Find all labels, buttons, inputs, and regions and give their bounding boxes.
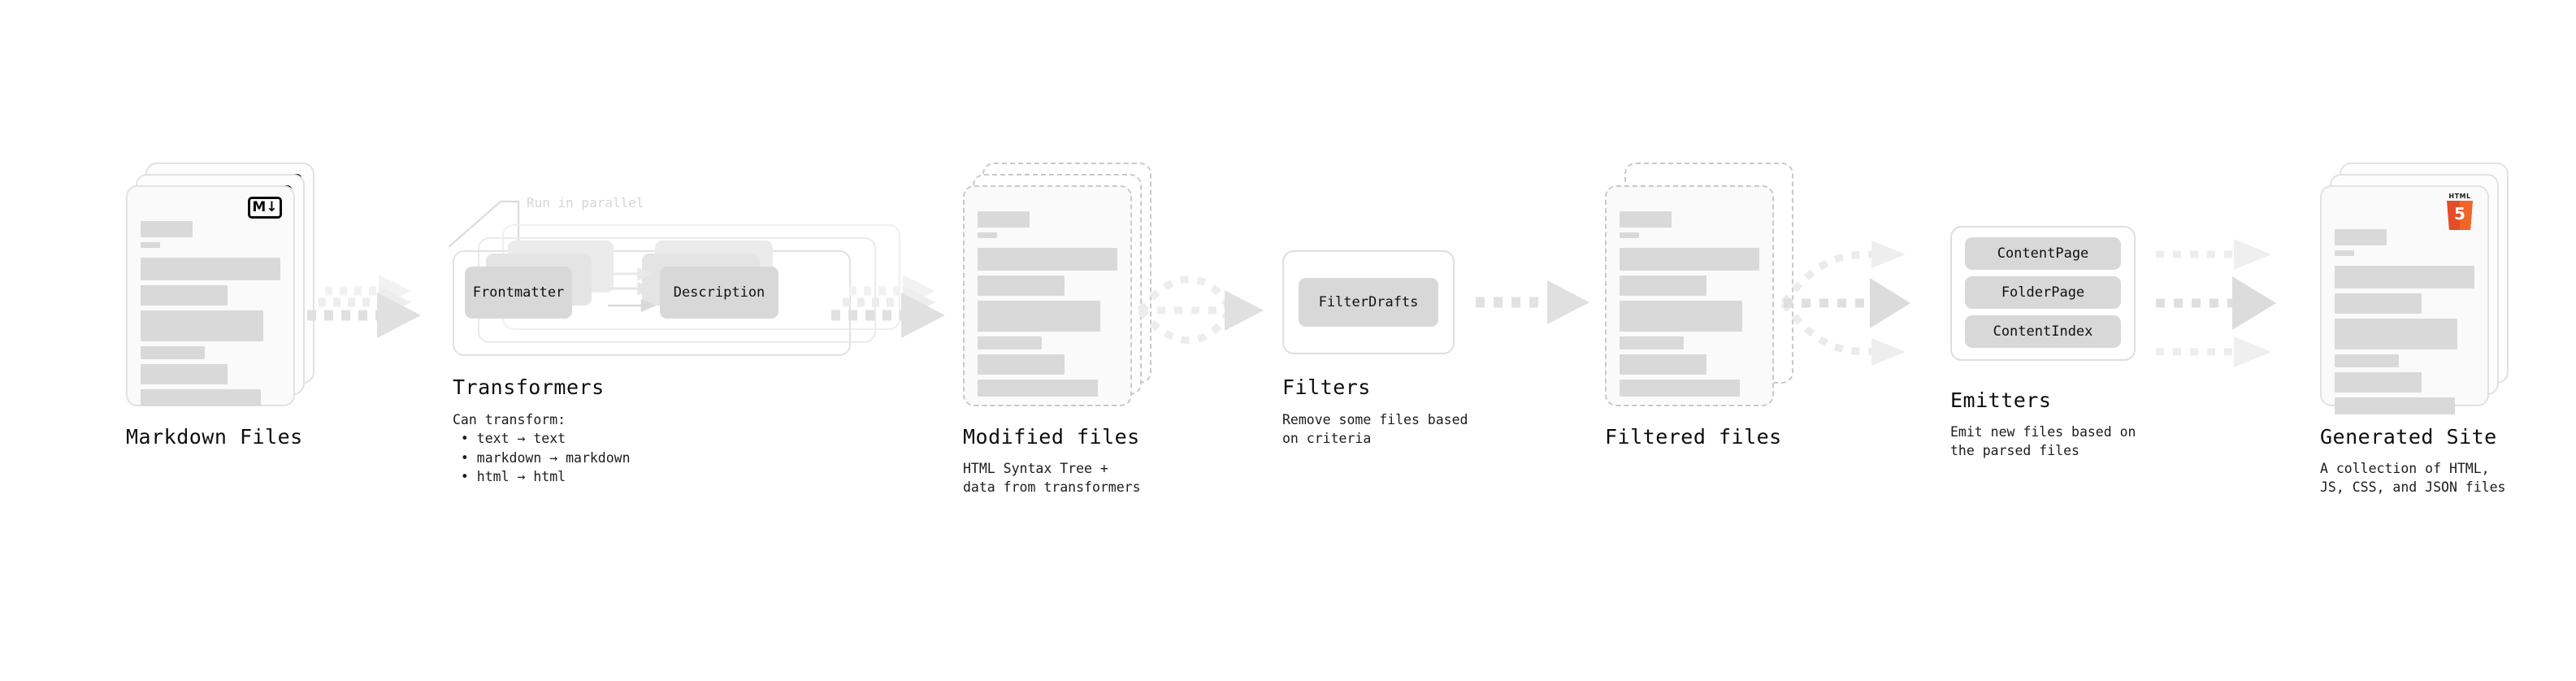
markdown-file-card-front: M↓ xyxy=(126,185,295,406)
transformer-internal-arrows xyxy=(608,267,657,312)
placeholder-bar xyxy=(978,248,1117,271)
arrow-filtered-to-emitters-fanout xyxy=(1780,241,1910,366)
placeholder-bar xyxy=(2335,354,2400,367)
generated-site-subtitle: A collection of HTML, JS, CSS, and JSON … xyxy=(2320,461,2506,496)
transformers-subtitle: Can transform: • text → text • markdown … xyxy=(453,412,631,485)
placeholder-bar xyxy=(2335,266,2474,288)
html5-shield: 5 xyxy=(2447,201,2473,230)
card-placeholder-content xyxy=(1620,211,1759,397)
placeholder-bar xyxy=(978,301,1101,332)
emitter-node-label: ContentPage xyxy=(1997,245,2089,262)
transformer-node-label: Description xyxy=(673,284,765,301)
site-file-card-html: HTML 5 xyxy=(2320,185,2489,414)
emitter-node-contentindex[interactable]: ContentIndex xyxy=(1965,315,2121,348)
transformer-node-description[interactable]: Description xyxy=(660,267,778,319)
placeholder-bar xyxy=(1620,248,1759,271)
filters-title: Filters xyxy=(1282,375,1371,399)
arrow-emitters-to-site xyxy=(2156,239,2276,367)
placeholder-bar xyxy=(141,258,280,280)
placeholder-bar xyxy=(2335,293,2422,314)
filters-subtitle: Remove some files based on criteria xyxy=(1282,412,1468,447)
placeholder-bar xyxy=(2335,250,2354,256)
placeholder-bar xyxy=(141,389,261,406)
transformers-title: Transformers xyxy=(453,375,605,399)
filter-node-filterdrafts[interactable]: FilterDrafts xyxy=(1299,278,1438,327)
run-in-parallel-leader-line xyxy=(448,200,520,248)
placeholder-bar xyxy=(141,242,160,248)
placeholder-bar xyxy=(1620,301,1743,332)
placeholder-bar xyxy=(141,221,193,237)
filtered-files-title: Filtered files xyxy=(1605,425,1782,449)
arrow-transformers-to-modified xyxy=(831,275,945,338)
placeholder-bar xyxy=(1620,232,1639,238)
arrow-filters-to-filtered xyxy=(1476,280,1589,324)
html5-icon: HTML 5 xyxy=(2444,193,2476,231)
placeholder-bar xyxy=(141,364,228,384)
emitter-node-label: ContentIndex xyxy=(1993,323,2093,340)
placeholder-bar xyxy=(1620,380,1740,397)
arrow-markdown-to-transformers xyxy=(307,275,421,338)
emitter-node-label: FolderPage xyxy=(2001,284,2085,301)
placeholder-bar xyxy=(2335,397,2455,414)
placeholder-bar xyxy=(2335,372,2422,393)
filtered-file-card-front xyxy=(1605,185,1774,406)
placeholder-bar xyxy=(141,285,228,306)
emitters-subtitle: Emit new files based on the parsed files xyxy=(1950,424,2136,459)
markdown-icon: M↓ xyxy=(248,197,282,219)
placeholder-bar xyxy=(1620,211,1672,228)
card-placeholder-content xyxy=(978,211,1117,397)
transformer-node-frontmatter[interactable]: Frontmatter xyxy=(465,267,572,319)
emitters-title: Emitters xyxy=(1950,388,2052,412)
modified-file-card-front xyxy=(963,185,1132,406)
placeholder-bar xyxy=(978,380,1098,397)
modified-files-title: Modified files xyxy=(963,425,1140,449)
placeholder-bar xyxy=(978,211,1030,228)
card-placeholder-content xyxy=(2335,229,2474,414)
emitter-node-folderpage[interactable]: FolderPage xyxy=(1965,276,2121,309)
transformer-node-label: Frontmatter xyxy=(472,284,565,301)
run-in-parallel-note: Run in parallel xyxy=(527,195,644,210)
placeholder-bar xyxy=(978,232,997,238)
placeholder-bar xyxy=(2335,319,2458,349)
placeholder-bar xyxy=(978,275,1065,296)
placeholder-bar xyxy=(1620,354,1706,375)
filter-node-label: FilterDrafts xyxy=(1318,294,1419,310)
placeholder-bar xyxy=(978,354,1065,375)
markdown-files-title: Markdown Files xyxy=(126,425,303,449)
placeholder-bar xyxy=(141,346,206,359)
modified-files-subtitle: HTML Syntax Tree + data from transformer… xyxy=(963,461,1141,496)
placeholder-bar xyxy=(2335,229,2387,245)
placeholder-bar xyxy=(978,336,1043,349)
arrow-modified-to-filters xyxy=(1137,275,1264,345)
placeholder-bar xyxy=(141,310,264,341)
placeholder-bar xyxy=(1620,275,1706,296)
card-placeholder-content xyxy=(141,221,280,406)
generated-site-title: Generated Site xyxy=(2320,425,2497,449)
placeholder-bar xyxy=(1620,336,1685,349)
emitter-node-contentpage[interactable]: ContentPage xyxy=(1965,237,2121,270)
